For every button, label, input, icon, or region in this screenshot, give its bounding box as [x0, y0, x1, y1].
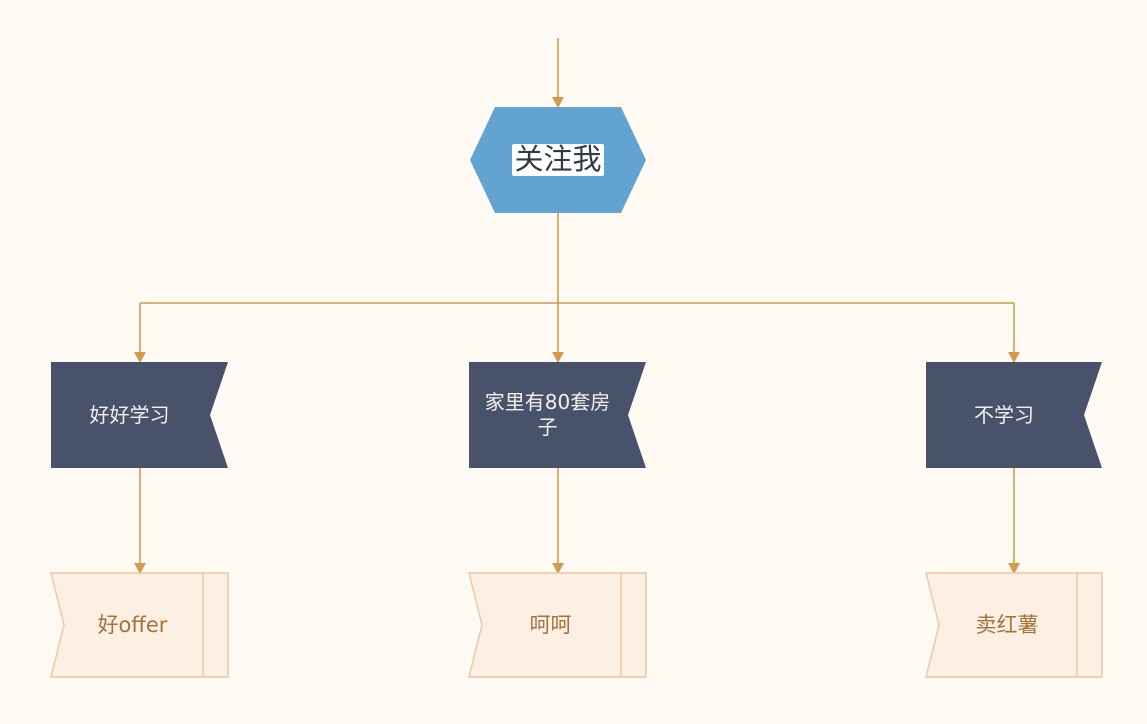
arrowhead-right-leaf: [1008, 563, 1020, 574]
branch-left-label-box: 好好学习: [51, 362, 228, 468]
branch-node-center[interactable]: [469, 362, 646, 468]
leaf-right-label-box: 卖红薯: [926, 573, 1102, 677]
root-node-label: 关注我: [512, 142, 604, 177]
leaf-node-center[interactable]: [468, 572, 647, 678]
arrowhead-right-branch: [1008, 352, 1020, 363]
leaf-left-label-box: 好offer: [51, 573, 228, 677]
root-node-label-box: 关注我: [470, 107, 646, 213]
leaf-node-left[interactable]: [50, 572, 229, 678]
branch-node-right[interactable]: [926, 362, 1102, 468]
leaf-center-label-box: 呵呵: [469, 573, 646, 677]
arrowhead-entry: [552, 97, 564, 108]
branch-right-label: 不学习: [974, 402, 1034, 427]
branch-left-label: 好好学习: [89, 402, 170, 427]
arrowhead-left-branch: [134, 352, 146, 363]
leaf-node-right[interactable]: [925, 572, 1103, 678]
branch-node-left[interactable]: [51, 362, 228, 468]
branch-center-label-box: 家里有80套房子: [469, 362, 646, 468]
arrowhead-left-leaf: [134, 563, 146, 574]
leaf-right-label: 卖红薯: [975, 612, 1039, 637]
arrowhead-center-leaf: [552, 563, 564, 574]
branch-center-label: 家里有80套房子: [484, 390, 611, 439]
arrowhead-center-branch: [552, 352, 564, 363]
leaf-center-label: 呵呵: [529, 612, 572, 637]
branch-right-label-box: 不学习: [926, 362, 1102, 468]
connectors: [134, 38, 1020, 574]
leaf-left-label: 好offer: [97, 612, 168, 637]
